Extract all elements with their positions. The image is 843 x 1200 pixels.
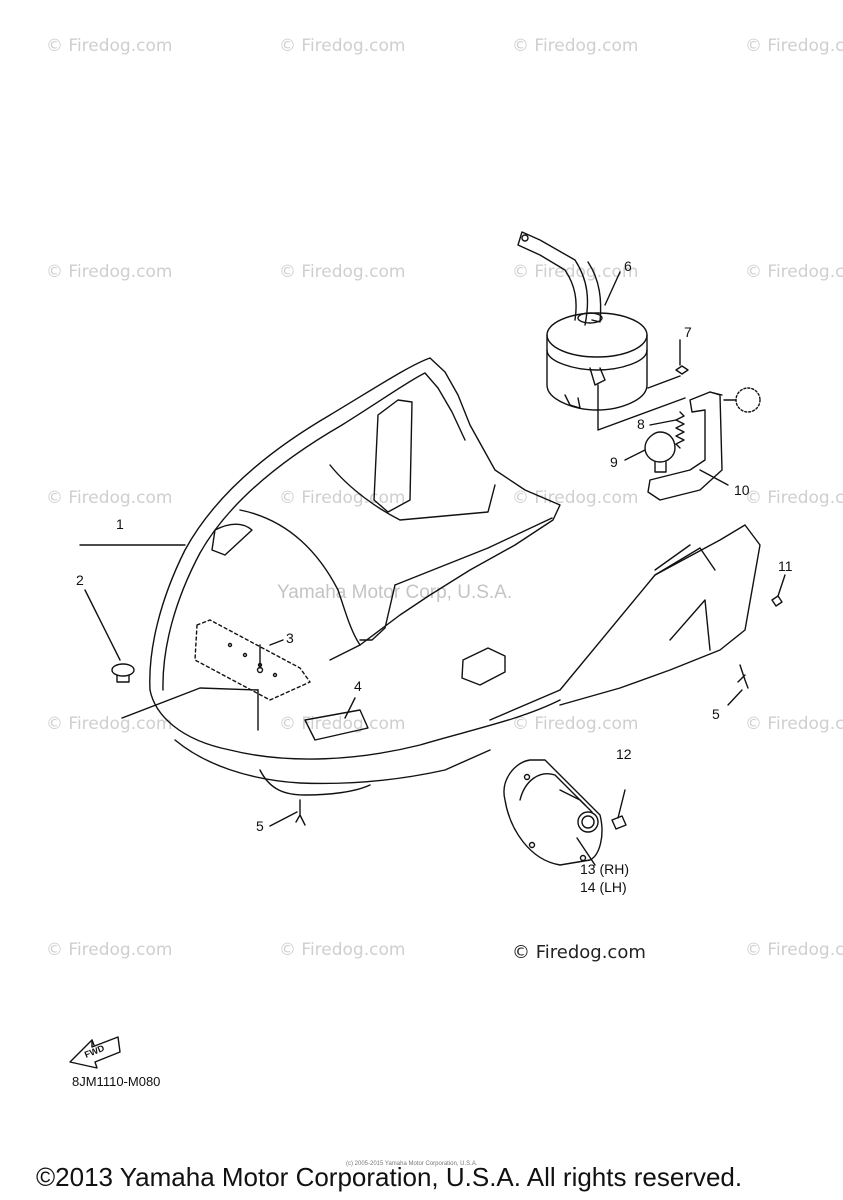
watermark: © Firedog.com <box>46 488 173 508</box>
watermark: © Firedog.com <box>512 714 639 734</box>
hull-rim-inner <box>162 372 466 691</box>
callout-8: 8 <box>637 416 645 432</box>
hull-rim <box>149 357 561 691</box>
watermark: © Firedog.com <box>46 714 173 734</box>
watermark: © Firedog.com <box>279 262 406 282</box>
exhaust-pipe <box>517 231 589 326</box>
callout-13: 13 (RH) <box>580 861 630 877</box>
hull-bottom <box>174 739 491 785</box>
callout-4: 4 <box>354 678 362 694</box>
callout-1: 1 <box>116 516 124 532</box>
hull-front <box>149 689 561 760</box>
watermark: © Firedog.com <box>512 36 639 56</box>
watermark: © Firedog.com <box>745 36 843 56</box>
decal <box>304 709 369 741</box>
copyright-footer: ©2013 Yamaha Motor Corporation, U.S.A. A… <box>36 1162 743 1192</box>
diagram-code: 8JM1110-M080 <box>72 1074 161 1089</box>
console <box>373 399 413 513</box>
callout-3: 3 <box>286 630 294 646</box>
watermark: © Firedog.com <box>279 36 406 56</box>
watermark: © Firedog.com <box>745 488 843 508</box>
watermark: © Firedog.com <box>512 262 639 282</box>
watermark: © Firedog.com <box>46 940 173 960</box>
watermark: © Firedog.com <box>745 940 843 960</box>
callout-5b: 5 <box>712 706 720 722</box>
callout-5: 5 <box>256 818 264 834</box>
callout-9: 9 <box>610 454 618 470</box>
watermark: © Firedog.com <box>512 488 639 508</box>
spring <box>675 411 685 449</box>
duct-plate <box>503 759 603 866</box>
watermark: © Firedog.com <box>745 714 843 734</box>
callout-6: 6 <box>624 258 632 274</box>
brand-watermark: © Firedog.com <box>512 942 646 963</box>
callout-11: 11 <box>778 558 793 574</box>
watermark: © Firedog.com <box>279 940 406 960</box>
watermark: © Firedog.com <box>46 262 173 282</box>
rubber-mount <box>644 431 676 463</box>
watermark: © Firedog.com <box>46 36 173 56</box>
callout-10: 10 <box>734 482 750 498</box>
callout-7: 7 <box>684 324 692 340</box>
leader-2 <box>84 589 121 661</box>
side-panel <box>489 524 761 721</box>
callout-14: 14 (LH) <box>580 879 627 895</box>
muffler-can <box>546 312 648 358</box>
callout-12: 12 <box>616 746 632 762</box>
tiny-copyright: (c) 2005-2015 Yamaha Motor Corporation, … <box>346 1161 478 1167</box>
callout-2: 2 <box>76 572 84 588</box>
watermark: © Firedog.com <box>745 262 843 282</box>
